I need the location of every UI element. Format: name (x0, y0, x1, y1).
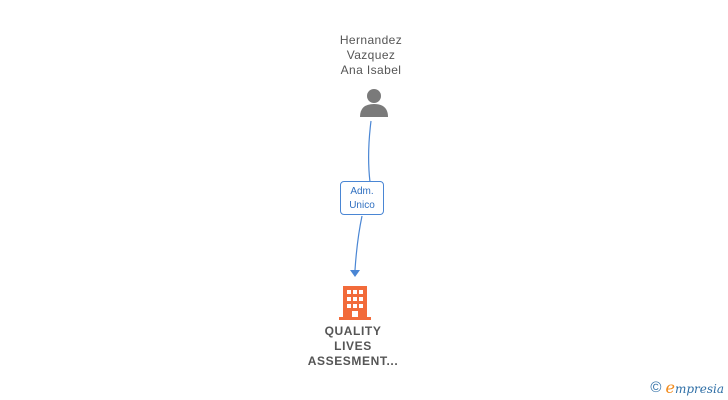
company-name-line-3: ASSESMENT... (307, 354, 399, 368)
brand-logo-initial: e (665, 377, 675, 397)
person-icon[interactable] (358, 88, 390, 118)
role-label-line-2: Unico (349, 200, 375, 211)
brand-logo-text: mpresia (674, 381, 724, 396)
copyright-icon: © (650, 378, 662, 396)
company-name-line-1: QUALITY (324, 324, 382, 338)
connector-arrowhead (350, 270, 360, 277)
person-name-line-1: Hernandez (339, 33, 403, 47)
connector-line (354, 120, 372, 271)
person-name-line-3: Ana Isabel (340, 63, 402, 77)
person-name[interactable]: Hernandez Vazquez Ana Isabel (300, 33, 442, 78)
role-label-box[interactable]: Adm. Unico (340, 181, 384, 215)
company-name-line-2: LIVES (334, 339, 372, 353)
company-name[interactable]: QUALITY LIVES ASSESMENT... (280, 324, 426, 369)
person-name-line-2: Vazquez (346, 48, 396, 62)
role-label-line-1: Adm. (350, 186, 374, 197)
building-icon[interactable] (338, 284, 372, 320)
